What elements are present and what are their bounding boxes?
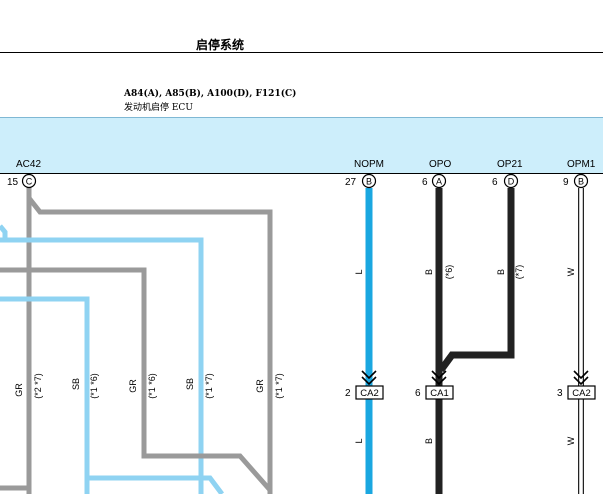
ecu-connector-codes: A84(A), A85(B), A100(D), F121(C) (124, 89, 297, 99)
connector-pin-number: 6 (415, 388, 421, 399)
wire-color-label: GR (14, 383, 24, 397)
wire-variant-note-op21: (*7) (514, 265, 524, 280)
chevron-icon (361, 370, 377, 380)
connector-circle-opm1 (573, 173, 589, 189)
wire-color-label: SB (71, 378, 81, 390)
terminal-label-opo: OPO (429, 159, 451, 170)
wire-color-label-op21-upper: B (496, 269, 506, 275)
terminal-label-op21: OP21 (497, 159, 523, 170)
wire-color-label: GR (255, 379, 265, 393)
pin-number-ac42: 15 (7, 177, 19, 188)
wire-variant-note-opo: (*6) (444, 265, 454, 280)
connector-pin-number: 3 (557, 388, 563, 399)
wire-color-label-opm1-lower: W (566, 436, 576, 445)
wire-b-op21 (438, 188, 515, 373)
chevron-icon (573, 376, 589, 386)
right-wires (365, 188, 584, 494)
wire-variant-note: (*2 *7) (33, 373, 43, 399)
wire-variant-note: (*1 *6) (147, 373, 157, 399)
wire-sb-topleft (0, 224, 8, 240)
wire-color-label-opm1-upper: W (566, 267, 576, 276)
ecu-block (0, 117, 603, 174)
connector-box (567, 385, 596, 400)
terminal-label-ac42: AC42 (16, 159, 41, 170)
wire-variant-note: (*1 *7) (204, 373, 214, 399)
chevron-icon (361, 376, 377, 386)
connector-letter-opo: A (436, 177, 442, 187)
chevron-icon (573, 370, 589, 380)
connector-box-label: CA2 (572, 388, 590, 399)
page-title: 启停系统 (195, 38, 244, 52)
connector-circle-ac42 (21, 173, 37, 189)
connector-circle-opo (431, 173, 447, 189)
wire-color-label-nopm-upper: L (354, 269, 364, 274)
chevron-icon (431, 376, 447, 386)
connector-ca2-left: CA2 2 (345, 370, 384, 400)
connector-letter-nopm: B (366, 177, 372, 187)
pin-number-opm1: 9 (563, 177, 569, 188)
inline-connectors: CA2 2 CA1 6 CA2 3 (345, 370, 596, 400)
pin-number-op21: 6 (492, 177, 498, 188)
connector-letter-ac42: C (26, 177, 33, 187)
connector-box-label: CA1 (430, 388, 448, 399)
pin-number-opo: 6 (422, 177, 428, 188)
connector-circle-op21 (503, 173, 519, 189)
connector-circle-nopm (361, 173, 377, 189)
terminals: AC42 15 C NOPM 27 B OPO 6 A OP21 6 D OPM… (7, 159, 596, 189)
left-wire-labels: GR (*2 *7) SB (*1 *6) GR (*1 *6) SB (*1 … (14, 373, 284, 399)
connector-box (425, 385, 454, 400)
terminal-label-nopm: NOPM (354, 159, 384, 170)
title-rule (0, 52, 603, 53)
left-wire-bundle (0, 187, 273, 494)
chevron-icon (431, 370, 447, 380)
connector-ca1: CA1 6 (415, 370, 454, 400)
wire-color-label: SB (185, 378, 195, 390)
connector-letter-opm1: B (578, 177, 584, 187)
wire-sb-lower (0, 296, 90, 494)
terminal-label-opm1: OPM1 (567, 159, 596, 170)
connector-letter-op21: D (508, 177, 515, 187)
connector-box-label: CA2 (360, 388, 378, 399)
wire-gr-branch-right (27, 196, 273, 494)
pin-number-nopm: 27 (345, 177, 357, 188)
wire-variant-note: (*1 *6) (89, 373, 99, 399)
wire-gr-mid (0, 267, 272, 492)
wire-sb-bottom (87, 475, 224, 494)
ecu-name: 发动机启停 ECU (124, 103, 193, 113)
wire-color-label-opo-upper: B (424, 269, 434, 275)
wire-color-label-opo-lower: B (424, 438, 434, 444)
connector-box (355, 385, 384, 400)
wire-color-label-nopm-lower: L (354, 438, 364, 443)
connector-pin-number: 2 (345, 388, 351, 399)
right-wire-labels: L L B (*6) B B (*7) W W (354, 265, 576, 446)
connector-ca2-right: CA2 3 (557, 370, 596, 400)
wire-variant-note: (*1 *7) (274, 373, 284, 399)
wire-sb-upper (0, 237, 204, 494)
wire-color-label: GR (128, 379, 138, 393)
